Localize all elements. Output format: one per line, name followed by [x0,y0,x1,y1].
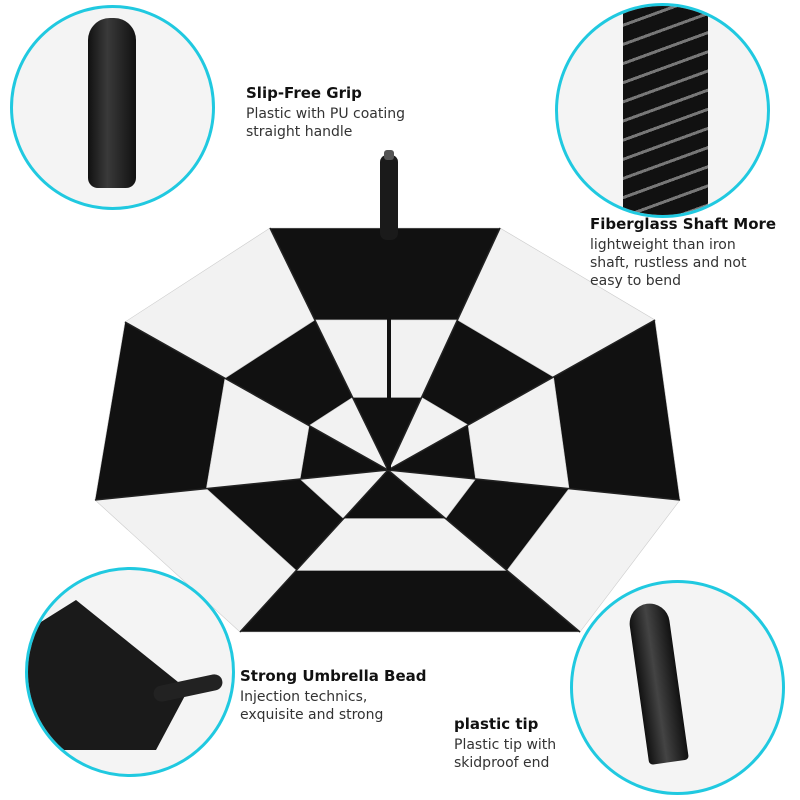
shaft-detail-circle [555,3,770,218]
umbrella-canopy [94,227,681,633]
umbrella-rib [94,469,389,501]
feature-desc: straight handle [246,124,353,140]
feature-desc: Injection technics, [240,689,368,705]
feature-desc: easy to bend [590,273,681,289]
handle-cap [384,150,394,160]
feature-desc: Plastic tip with [454,737,557,753]
umbrella-rib [387,227,501,471]
umbrella-rib [387,319,656,471]
feature-title: Strong Umbrella Bead [240,667,427,685]
bead-detail-circle [25,567,235,777]
umbrella-rib [269,227,389,471]
tip-image [627,600,689,766]
umbrella-handle [380,155,398,240]
shaft-image [623,6,708,215]
feature-title: plastic tip [454,715,539,733]
grip-detail-circle [10,5,215,210]
feature-desc: shaft, rustless and not [590,255,747,271]
feature-desc: Plastic with PU coating [246,106,406,122]
feature-desc: lightweight than iron [590,237,736,253]
umbrella-rib [387,469,681,501]
feature-desc: skidproof end [454,755,550,771]
feature-desc: exquisite and strong [240,707,384,723]
grip-image [88,18,136,188]
bead-image [28,600,188,750]
feature-bead: Strong Umbrella Bead Injection technics,… [240,667,427,724]
feature-grip: Slip-Free Grip Plastic with PU coating s… [246,84,405,141]
feature-shaft: Fiberglass Shaft More lightweight than i… [590,215,776,290]
feature-title: Fiberglass Shaft More [590,215,777,233]
umbrella-rib [387,469,581,633]
umbrella-rib [124,321,389,471]
feature-tip: plastic tip Plastic tip with skidproof e… [454,715,556,772]
tip-detail-circle [570,580,785,795]
umbrella-rib [239,469,389,633]
feature-title: Slip-Free Grip [246,84,362,102]
